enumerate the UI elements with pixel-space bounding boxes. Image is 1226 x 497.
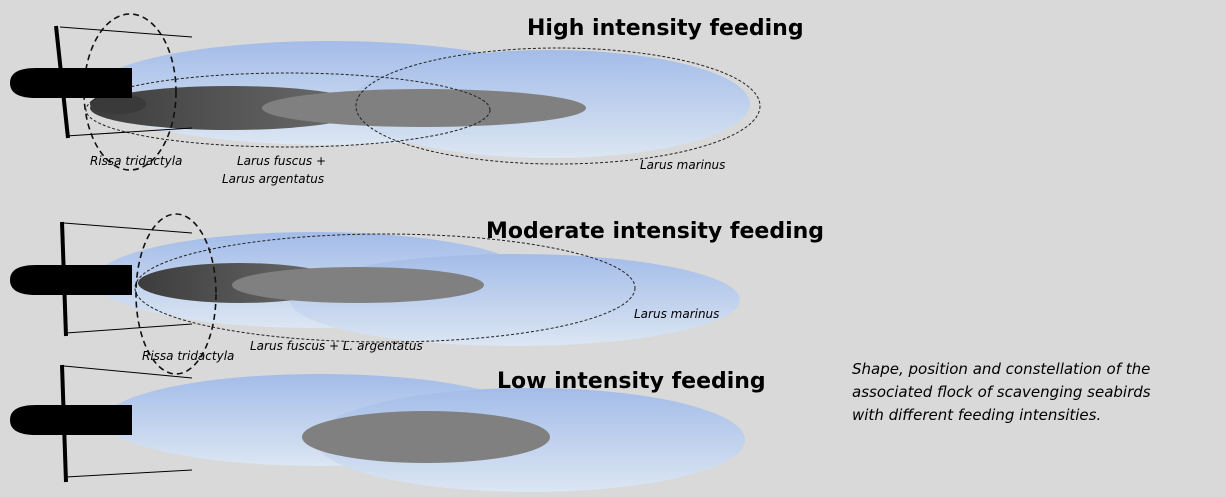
range-outline-marinus [134, 233, 636, 343]
caption-line: associated flock of scavenging seabirds [852, 383, 1151, 401]
panel-moderate-intensity: Moderate intensity feeding Larus marinus… [10, 213, 824, 375]
label-larus-fuscus: Larus fuscus + [237, 154, 326, 168]
flock-mid [302, 411, 550, 463]
flock-kittiwake-core [90, 94, 146, 114]
panel-high-intensity: High intensity feeding Rissa tridactyla … [10, 13, 804, 186]
range-outline-rissa [83, 13, 177, 171]
label-rissa-tridactyla: Rissa tridactyla [90, 154, 182, 168]
trawl-warp-top [63, 365, 193, 379]
vessel-hull [10, 68, 132, 98]
label-rissa-tridactyla: Rissa tridactyla [142, 349, 234, 363]
trawl-warp-bottom [65, 127, 193, 137]
figure-caption: Shape, position and constellation of the… [852, 358, 1222, 427]
panel-title: Moderate intensity feeding [486, 219, 824, 244]
range-outline-rissa [135, 213, 217, 375]
vessel-hull [10, 265, 132, 295]
panel-title: Low intensity feeding [497, 369, 766, 394]
trawl-warp-top [63, 222, 193, 234]
label-larus-marinus: Larus marinus [634, 307, 719, 321]
caption-line: with different feeding intensities. [852, 406, 1102, 424]
caption-line: Shape, position and constellation of the [852, 360, 1151, 378]
panel-low-intensity: Low intensity feeding [10, 364, 766, 492]
panel-title: High intensity feeding [527, 16, 804, 41]
flock-mid-marinus [262, 89, 586, 127]
vessel-high [10, 25, 193, 139]
label-larus-argentatus: Larus argentatus [222, 172, 324, 186]
trawl-warp-bottom [65, 469, 193, 478]
vessel-low [10, 364, 193, 483]
range-outline-fuscus [85, 72, 491, 148]
label-larus-fuscus-argentatus: Larus fuscus + L. argentatus [250, 339, 423, 353]
label-larus-marinus: Larus marinus [640, 158, 725, 172]
vessel-hull [10, 405, 132, 435]
flock-mid-marinus [232, 267, 484, 303]
range-outline-marinus [355, 47, 761, 165]
trawl-warp-bottom [65, 323, 193, 334]
vessel-moderate [10, 221, 193, 337]
trawl-warp-top [59, 26, 193, 38]
